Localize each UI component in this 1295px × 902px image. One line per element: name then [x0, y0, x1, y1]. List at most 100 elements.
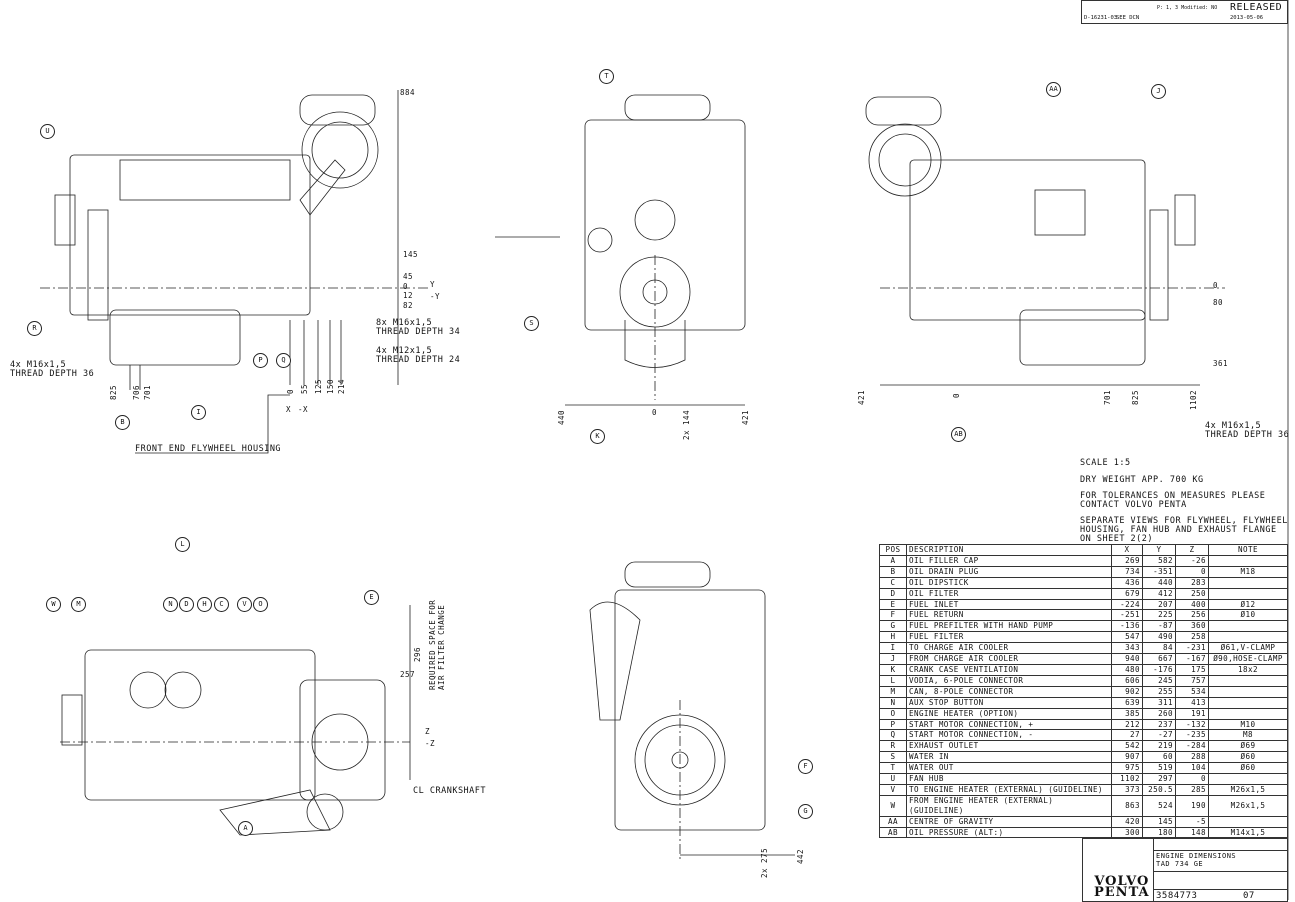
callout-v: V — [237, 597, 252, 612]
table-cell: 225 — [1142, 609, 1176, 622]
table-cell: 250.5 — [1142, 783, 1176, 796]
table-cell: U — [879, 773, 907, 785]
table-cell: M8 — [1208, 729, 1288, 742]
sheet-number: 07 — [1243, 891, 1255, 901]
table-cell: P — [879, 718, 907, 731]
table-cell — [1208, 620, 1288, 633]
dimension-label: 706 — [132, 384, 141, 400]
table-cell: 542 — [1111, 740, 1143, 753]
modified-text: P: 1, 3 Modified: NO — [1157, 5, 1218, 11]
table-cell: 534 — [1175, 685, 1209, 698]
front-end-label: FRONT END FLYWHEEL HOUSING — [135, 444, 282, 454]
table-cell: 606 — [1111, 674, 1143, 687]
dimension-label: 440 — [557, 409, 566, 425]
table-cell: K — [879, 663, 907, 676]
table-cell: OIL DRAIN PLUG — [906, 565, 1112, 578]
dimension-label: 361 — [1213, 359, 1229, 368]
table-cell: START MOTOR CONNECTION, + — [906, 718, 1112, 731]
table-cell: 212 — [1111, 718, 1143, 731]
view-front — [495, 94, 746, 406]
table-cell: 1102 — [1111, 773, 1143, 785]
table-cell: Ø61,V-CLAMP — [1208, 642, 1288, 655]
callout-ab: AB — [951, 427, 966, 442]
table-cell: 18x2 — [1208, 663, 1288, 676]
table-cell — [1208, 696, 1288, 709]
table-cell: FROM CHARGE AIR COOLER — [906, 653, 1112, 665]
callout-s: S — [524, 316, 539, 331]
table-cell: R — [879, 740, 907, 753]
table-cell: 219 — [1142, 740, 1176, 753]
table-cell: M18 — [1208, 565, 1288, 578]
change-ref: SEE DCN — [1116, 15, 1140, 21]
table-cell: WATER OUT — [906, 762, 1112, 775]
dimension-label: 2x 275 — [760, 847, 769, 878]
thread-spec-thread_right: 4x M16x1,5 — [1205, 421, 1262, 431]
callout-e: E — [364, 590, 379, 605]
dimension-label: 55 — [300, 383, 309, 394]
table-cell: 104 — [1175, 762, 1209, 775]
table-cell: START MOTOR CONNECTION, - — [906, 729, 1112, 742]
dimension-label: 45 — [403, 272, 414, 281]
table-cell: OIL FILLER CAP — [906, 554, 1112, 567]
dimension-label: 125 — [314, 378, 323, 394]
table-cell: TO CHARGE AIR COOLER — [906, 642, 1112, 655]
table-cell: 190 — [1175, 794, 1209, 817]
column-header: X — [1111, 544, 1143, 556]
table-cell: 245 — [1142, 674, 1176, 687]
dimension-label: 214 — [337, 378, 346, 394]
table-cell: 373 — [1111, 783, 1143, 796]
view-rear — [589, 561, 795, 860]
table-cell: T — [879, 762, 907, 775]
dimension-label: 825 — [1131, 389, 1140, 405]
callout-aa: AA — [1046, 82, 1061, 97]
table-cell: H — [879, 631, 907, 644]
table-cell: -87 — [1142, 620, 1176, 633]
table-cell: -284 — [1175, 740, 1209, 753]
table-cell: 207 — [1142, 598, 1176, 611]
air-filter-label-1: REQUIRED SPACE FOR — [428, 599, 437, 690]
table-cell: 175 — [1175, 663, 1209, 676]
table-cell: M — [879, 685, 907, 698]
table-cell: 480 — [1111, 663, 1143, 676]
table-cell: AA — [879, 815, 907, 828]
dimension-label: 701 — [1103, 389, 1112, 405]
table-cell: J — [879, 653, 907, 665]
callout-f: F — [798, 759, 813, 774]
table-cell: 524 — [1142, 794, 1176, 817]
thread-spec-thread_8x: 8x M16x1,5 — [376, 318, 433, 328]
view-top — [60, 605, 411, 836]
dimension-label: -X — [298, 405, 309, 414]
table-cell: 582 — [1142, 554, 1176, 567]
callout-k: K — [590, 429, 605, 444]
table-cell: WATER IN — [906, 751, 1112, 764]
table-cell: E — [879, 598, 907, 611]
table-cell: 260 — [1142, 707, 1176, 720]
table-cell: AB — [879, 826, 907, 839]
table-cell: M10 — [1208, 718, 1288, 731]
dimension-label: 825 — [109, 384, 118, 400]
thread-spec-thread_left: 4x M16x1,5 — [10, 360, 67, 370]
table-cell: 145 — [1142, 815, 1176, 828]
table-cell: -26 — [1175, 554, 1209, 567]
table-cell: 757 — [1175, 674, 1209, 687]
date-text: 2013-05-06 — [1230, 15, 1264, 21]
note-tolerance-1: FOR TOLERANCES ON MEASURES PLEASE — [1080, 491, 1266, 501]
callout-p: P — [253, 353, 268, 368]
table-cell — [1208, 631, 1288, 644]
thread-depth-thread_right: THREAD DEPTH 36 — [1205, 430, 1290, 440]
table-cell: 283 — [1175, 576, 1209, 589]
revision-block: D-16231-03 SEE DCN P: 1, 3 Modified: NO … — [1081, 0, 1288, 24]
table-cell: L — [879, 674, 907, 687]
table-cell: 343 — [1111, 642, 1143, 655]
table-cell: Q — [879, 729, 907, 742]
